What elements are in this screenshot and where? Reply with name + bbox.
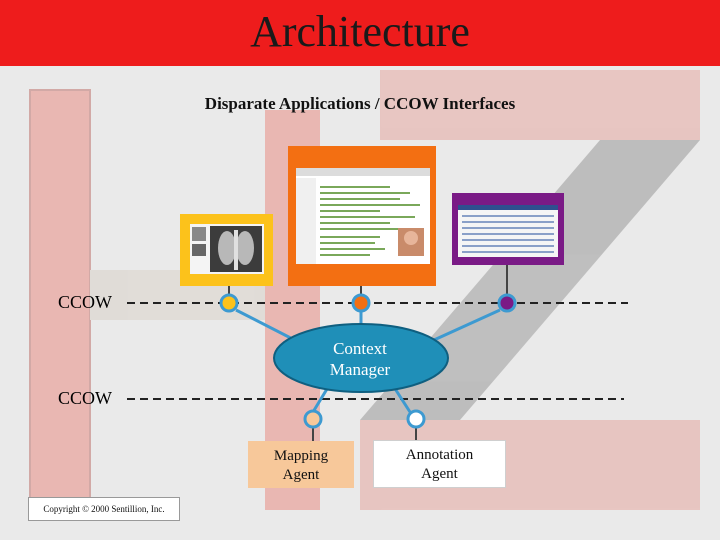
slide-subtitle: Disparate Applications / CCOW Interfaces xyxy=(204,94,516,113)
ccow-connector-icon xyxy=(406,409,426,429)
ccow-label-top: CCOW xyxy=(58,292,112,312)
context-manager-node xyxy=(273,323,449,393)
ccow-connector-icon xyxy=(351,293,371,313)
annotation-agent-box: Annotation Agent xyxy=(373,440,506,488)
context-manager-line2: Manager xyxy=(329,360,391,379)
ccow-connector-icon xyxy=(303,409,323,429)
xray-app-screenshot xyxy=(180,214,273,286)
spreadsheet-app-screenshot xyxy=(452,193,564,265)
copyright-notice: Copyright © 2000 Sentillion, Inc. xyxy=(28,497,180,521)
ccow-connector-icon xyxy=(497,293,517,313)
title-bar xyxy=(0,0,720,66)
mapping-agent-line1: Mapping xyxy=(273,448,329,464)
annotation-agent-line1: Annotation xyxy=(405,447,474,463)
ccow-label-bottom: CCOW xyxy=(58,388,112,408)
context-manager-label: Context Manager xyxy=(300,338,420,380)
annotation-agent-line2: Agent xyxy=(421,466,458,482)
slide-title: Architecture xyxy=(250,7,470,56)
context-manager-line1: Context xyxy=(333,339,387,358)
ccow-connector-icon xyxy=(219,293,239,313)
web-app-screenshot xyxy=(288,146,436,286)
mapping-agent-box: Mapping Agent xyxy=(248,441,354,488)
mapping-agent-line2: Agent xyxy=(282,467,320,483)
